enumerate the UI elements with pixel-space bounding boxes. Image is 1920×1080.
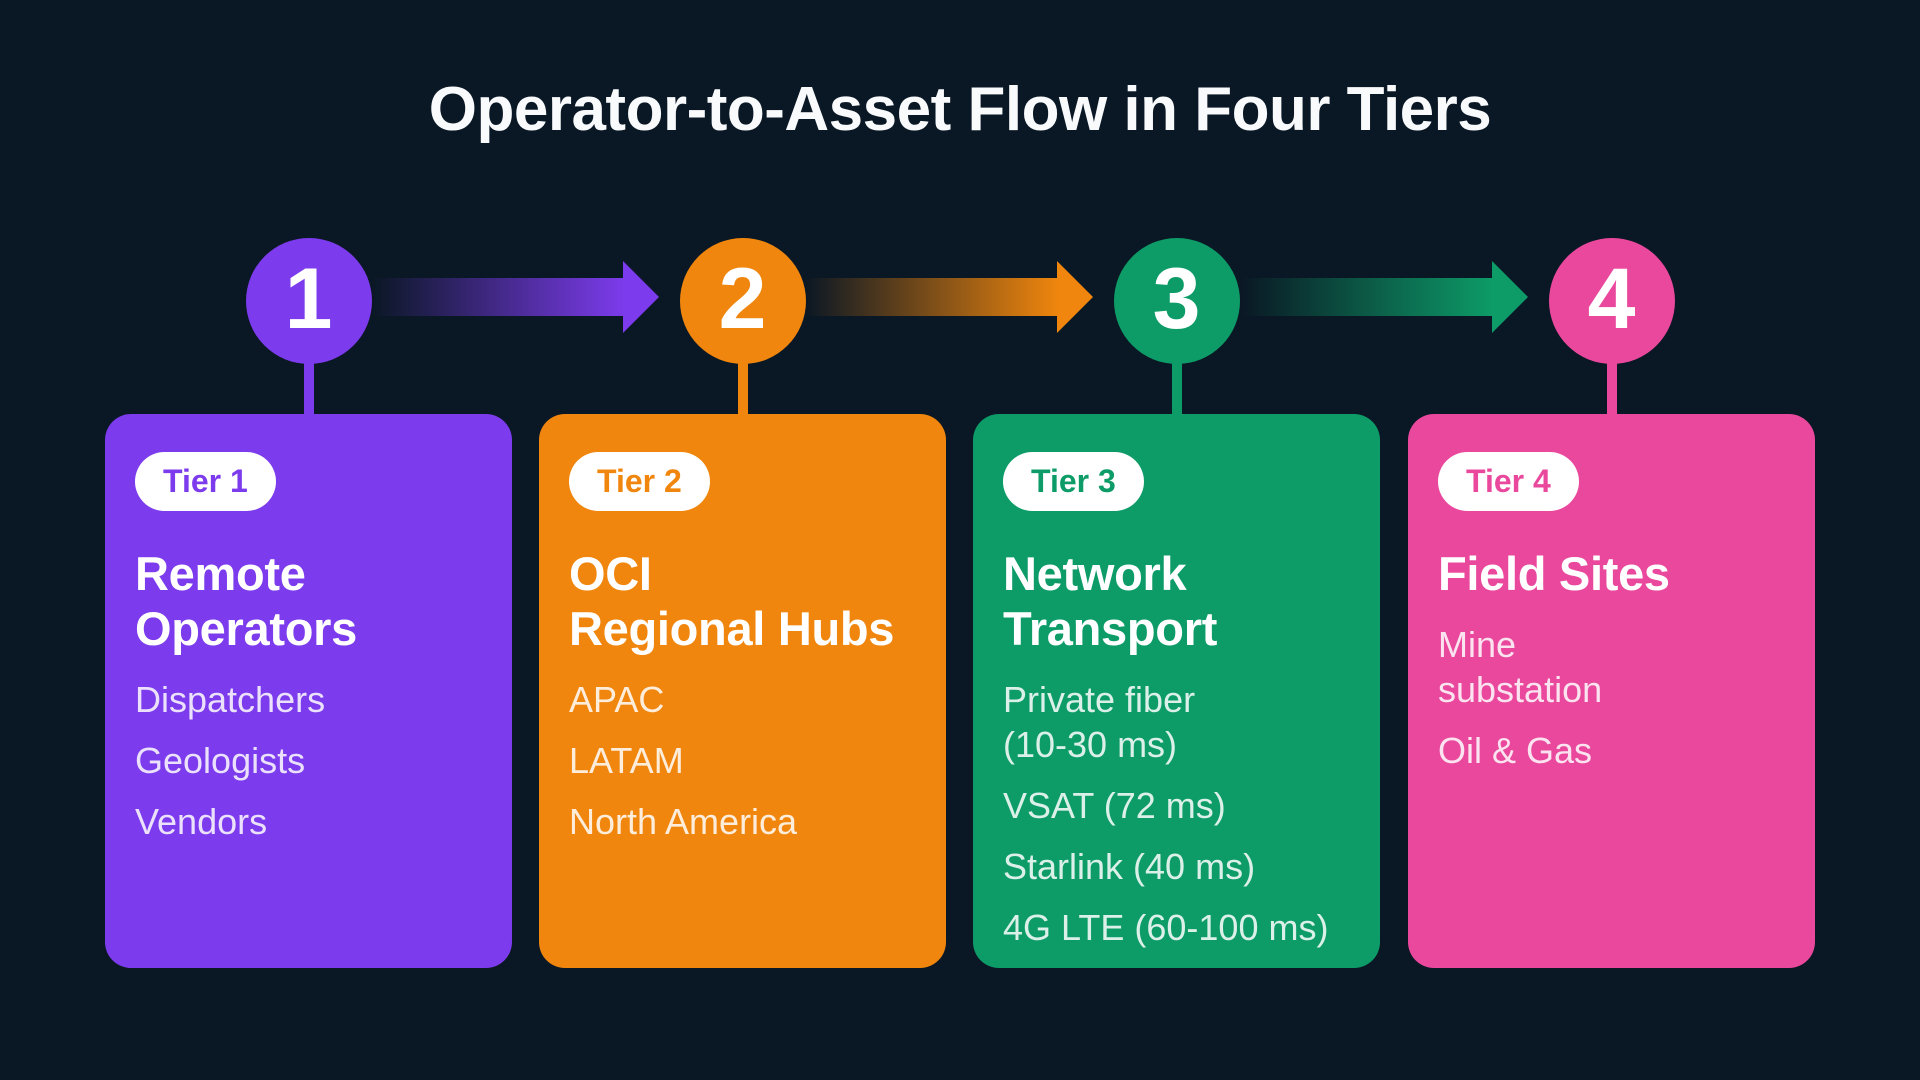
tier-item: Private fiber (10-30 ms) <box>1003 678 1196 765</box>
arrow-head-icon <box>1057 261 1093 333</box>
step-circle: 3 <box>1113 238 1240 364</box>
tier-column-2: 2 Tier 2 OCI Regional Hubs APAC LATAM No… <box>539 0 946 1080</box>
tier-column-1: 1 Tier 1 Remote Operators Dispatchers Ge… <box>105 0 512 1080</box>
tier-items: Dispatchers Geologists Vendors <box>135 677 482 844</box>
tier-card: Tier 3 Network Transport Private fiber (… <box>973 414 1380 968</box>
step-circle: 4 <box>1548 238 1675 364</box>
step-circle: 1 <box>245 238 372 364</box>
flow-arrow-3-4 <box>1240 261 1528 333</box>
arrow-shaft <box>805 278 1059 316</box>
tier-badge: Tier 1 <box>135 452 276 511</box>
tier-item: LATAM <box>569 739 684 781</box>
flow-arrow-1-2 <box>371 261 659 333</box>
tier-badge: Tier 4 <box>1438 452 1579 511</box>
step-number: 2 <box>718 251 767 347</box>
tier-item: Dispatchers <box>135 678 326 720</box>
tier-heading: Remote Operators <box>135 547 357 655</box>
tier-item: Geologists <box>135 739 306 781</box>
tier-heading: OCI Regional Hubs <box>569 547 895 655</box>
tier-item: VSAT (72 ms) <box>1003 784 1226 826</box>
tier-column-3: 3 Tier 3 Network Transport Private fiber… <box>973 0 1380 1080</box>
tier-item: North America <box>569 800 798 842</box>
tier-item: Mine substation <box>1438 623 1603 710</box>
connector-stem <box>303 360 314 416</box>
tier-card: Tier 1 Remote Operators Dispatchers Geol… <box>105 414 512 968</box>
tier-card: Tier 2 OCI Regional Hubs APAC LATAM Nort… <box>539 414 946 968</box>
tier-item: 4G LTE (60-100 ms) <box>1003 906 1329 948</box>
tier-badge: Tier 3 <box>1003 452 1144 511</box>
arrow-shaft <box>1240 278 1494 316</box>
tier-items: APAC LATAM North America <box>569 677 916 844</box>
arrow-shaft <box>371 278 625 316</box>
tier-item: Vendors <box>135 800 268 842</box>
tier-card: Tier 4 Field Sites Mine substation Oil &… <box>1408 414 1815 968</box>
connector-stem <box>1606 360 1617 416</box>
tier-heading: Field Sites <box>1438 547 1670 600</box>
arrow-head-icon <box>1492 261 1528 333</box>
step-number: 1 <box>284 251 333 347</box>
page-title: Operator-to-Asset Flow in Four Tiers <box>428 75 1492 144</box>
step-number: 4 <box>1587 251 1636 347</box>
arrow-head-icon <box>623 261 659 333</box>
connector-stem <box>1171 360 1182 416</box>
connector-stem <box>737 360 748 416</box>
tier-items: Private fiber (10-30 ms) VSAT (72 ms) St… <box>1003 677 1350 950</box>
tier-badge: Tier 2 <box>569 452 710 511</box>
tier-item: Oil & Gas <box>1438 729 1593 771</box>
tier-heading: Network Transport <box>1003 547 1218 655</box>
tier-items: Mine substation Oil & Gas <box>1438 622 1785 773</box>
flow-arrow-2-3 <box>805 261 1093 333</box>
step-number: 3 <box>1152 251 1201 347</box>
step-circle: 2 <box>679 238 806 364</box>
tier-item: APAC <box>569 678 665 720</box>
tier-column-4: 4 Tier 4 Field Sites Mine substation Oil… <box>1408 0 1815 1080</box>
tier-item: Starlink (40 ms) <box>1003 845 1256 887</box>
